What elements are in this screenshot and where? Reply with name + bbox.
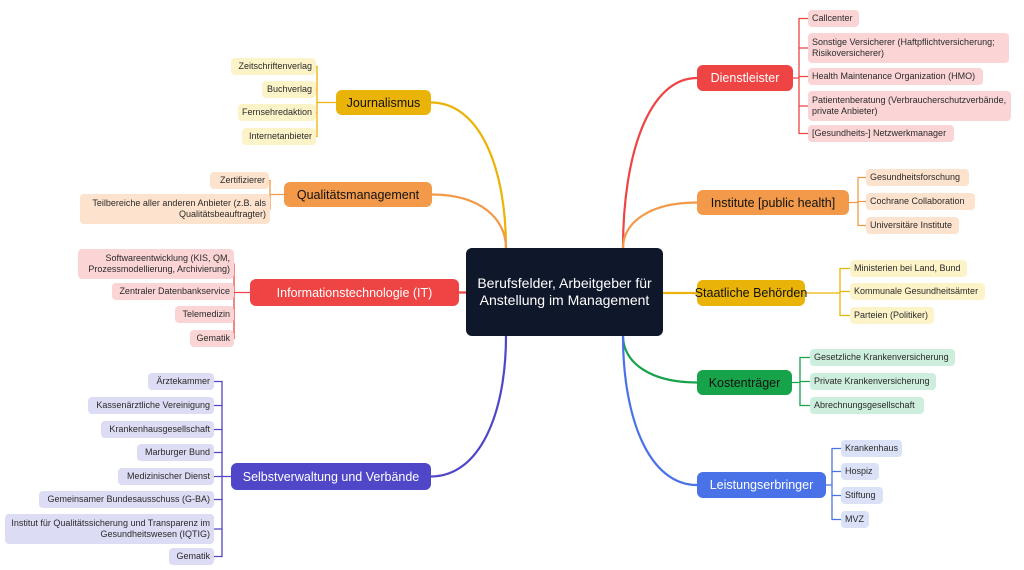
- leaf-dienstleister-2[interactable]: Health Maintenance Organization (HMO): [808, 68, 983, 85]
- connector-qualitaetsmanagement: [430, 193, 508, 250]
- connector-kostentraeger: [621, 334, 699, 384]
- leaf-journalismus-2[interactable]: Fernsehredaktion: [238, 104, 316, 121]
- leaf-journalismus-0[interactable]: Zeitschriftenverlag: [231, 58, 316, 75]
- leaf-selbstverwaltung-0[interactable]: Ärztekammer: [148, 373, 214, 390]
- leaf-qualitaetsmanagement-1[interactable]: Teilbereiche aller anderen Anbieter (z.B…: [80, 194, 270, 224]
- leaf-it-2[interactable]: Telemedizin: [175, 306, 234, 323]
- connector-leistungserbringer: [621, 334, 699, 487]
- branch-selbstverwaltung[interactable]: Selbstverwaltung und Verbände: [231, 463, 431, 490]
- leaf-qualitaetsmanagement-0[interactable]: Zertifizierer: [210, 172, 269, 189]
- leaf-institute-1[interactable]: Cochrane Collaboration: [866, 193, 975, 210]
- leaf-leistungserbringer-2[interactable]: Stiftung: [841, 487, 883, 504]
- leaf-selbstverwaltung-5[interactable]: Gemeinsamer Bundesausschuss (G-BA): [39, 491, 214, 508]
- leaf-dienstleister-0[interactable]: Callcenter: [808, 10, 859, 27]
- connector-journalismus: [429, 101, 508, 250]
- leaf-institute-0[interactable]: Gesundheitsforschung: [866, 169, 969, 186]
- branch-dienstleister[interactable]: Dienstleister: [697, 65, 793, 91]
- leaf-selbstverwaltung-2[interactable]: Krankenhausgesellschaft: [101, 421, 214, 438]
- branch-behoerden[interactable]: Staatliche Behörden: [695, 280, 807, 306]
- branch-qualitaetsmanagement[interactable]: Qualitätsmanagement: [284, 182, 432, 207]
- leaf-leistungserbringer-0[interactable]: Krankenhaus: [841, 440, 902, 457]
- leaf-behoerden-1[interactable]: Kommunale Gesundheitsämter: [850, 283, 985, 300]
- leaf-kostentraeger-2[interactable]: Abrechnungsgesellschaft: [810, 397, 924, 414]
- leaf-institute-2[interactable]: Universitäre Institute: [866, 217, 959, 234]
- leaf-dienstleister-3[interactable]: Patientenberatung (Verbraucherschutzverb…: [808, 91, 1011, 121]
- leaf-journalismus-3[interactable]: Internetanbieter: [242, 128, 316, 145]
- leaf-selbstverwaltung-6[interactable]: Institut für Qualitätssicherung und Tran…: [5, 514, 214, 544]
- branch-it[interactable]: Informationstechnologie (IT): [250, 279, 459, 306]
- leaf-behoerden-2[interactable]: Parteien (Politiker): [850, 307, 934, 324]
- leaf-selbstverwaltung-4[interactable]: Medizinischer Dienst: [118, 468, 214, 485]
- connector-dienstleister: [621, 76, 699, 250]
- leaf-leistungserbringer-3[interactable]: MVZ: [841, 511, 869, 528]
- leaf-selbstverwaltung-1[interactable]: Kassenärztliche Vereinigung: [88, 397, 214, 414]
- branch-institute[interactable]: Institute [public health]: [697, 190, 849, 215]
- root-topic[interactable]: Berufsfelder, Arbeitgeber für Anstellung…: [466, 248, 663, 336]
- leaf-selbstverwaltung-3[interactable]: Marburger Bund: [137, 444, 214, 461]
- leaf-kostentraeger-1[interactable]: Private Krankenversicherung: [810, 373, 936, 390]
- leaf-selbstverwaltung-7[interactable]: Gematik: [169, 548, 214, 565]
- branch-leistungserbringer[interactable]: Leistungserbringer: [697, 472, 826, 498]
- leaf-it-3[interactable]: Gematik: [190, 330, 234, 347]
- leaf-behoerden-0[interactable]: Ministerien bei Land, Bund: [850, 260, 967, 277]
- leaf-kostentraeger-0[interactable]: Gesetzliche Krankenversicherung: [810, 349, 955, 366]
- leaf-dienstleister-1[interactable]: Sonstige Versicherer (Haftpflichtversich…: [808, 33, 1009, 63]
- leaf-it-0[interactable]: Softwareentwicklung (KIS, QM, Prozessmod…: [78, 249, 234, 279]
- connector-institute: [621, 201, 699, 250]
- connector-selbstverwaltung: [429, 334, 508, 478]
- branch-kostentraeger[interactable]: Kostenträger: [697, 370, 792, 395]
- leaf-leistungserbringer-1[interactable]: Hospiz: [841, 463, 879, 480]
- branch-journalismus[interactable]: Journalismus: [336, 90, 431, 115]
- leaf-journalismus-1[interactable]: Buchverlag: [262, 81, 316, 98]
- leaf-it-1[interactable]: Zentraler Datenbankservice: [112, 283, 234, 300]
- leaf-dienstleister-4[interactable]: [Gesundheits-] Netzwerkmanager: [808, 125, 954, 142]
